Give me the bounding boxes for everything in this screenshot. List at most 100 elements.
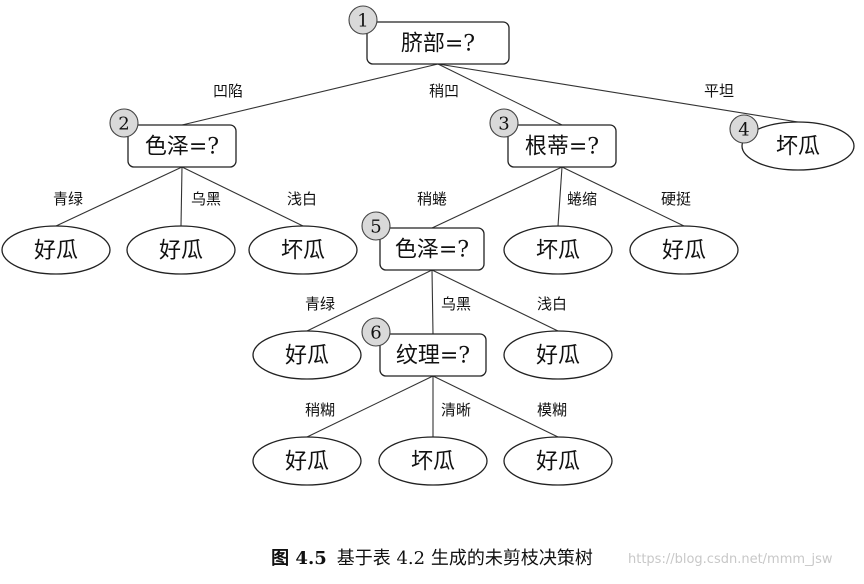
node-label: 好瓜 [662,239,706,264]
edge-line [437,63,799,123]
leaf-node-l62: 坏瓜 [378,436,488,486]
node-label: 坏瓜 [776,135,820,160]
node-number-badge [361,211,391,241]
edge-n2-l21: 青绿 [53,166,183,227]
leaf-node-n4: 坏瓜 4 [729,114,855,171]
leaf-node-ellipse [126,225,236,275]
leaf-node-ellipse [248,225,358,275]
edge-line [181,63,439,126]
edge-line [432,375,559,438]
figure-caption: 图 4.5 基于表 4.2 生成的未剪枝决策树 [0,544,864,570]
node-number: 4 [738,120,749,141]
edge-label: 浅白 [537,295,567,313]
node-label: 坏瓜 [536,239,580,264]
node-label: 好瓜 [536,344,580,369]
edge-label: 蜷缩 [567,190,597,208]
edge-line [561,166,685,227]
edge-label: 稍蜷 [417,190,447,208]
leaf-node-ellipse [252,330,362,380]
leaf-node-l32: 坏瓜 [503,225,613,275]
node-label: 脐部=? [401,32,475,57]
node-number: 2 [118,114,129,135]
node-label: 好瓜 [34,239,78,264]
watermark: https://blog.csdn.net/mmm_jsw [628,552,833,567]
leaf-node-l33: 好瓜 [629,225,739,275]
decision-node-box [507,124,617,168]
edges-layer: 凹陷稍凹平坦青绿乌黑浅白稍蜷蜷缩硬挺青绿乌黑浅白稍糊清晰模糊 [53,63,799,438]
edge-n1-n4: 平坦 [437,63,799,123]
edge-label: 浅白 [287,190,317,208]
node-number-badge [109,108,139,138]
decision-node-box [127,124,237,168]
decision-node-box [379,227,485,271]
decision-node-n6: 纹理=? 6 [361,317,487,377]
leaf-node-ellipse [378,436,488,486]
node-label: 色泽=? [395,238,469,263]
decision-tree-diagram: 凹陷稍凹平坦青绿乌黑浅白稍蜷蜷缩硬挺青绿乌黑浅白稍糊清晰模糊 脐部=?1色泽=?… [1,5,855,486]
node-label: 好瓜 [285,344,329,369]
decision-node-box [379,333,487,377]
node-number-badge [361,317,391,347]
leaf-node-l61: 好瓜 [252,436,362,486]
figure-caption-text: 基于表 4.2 生成的未剪枝决策树 [336,548,593,569]
edge-line [306,375,434,438]
edge-n6-l62: 清晰 [432,376,471,437]
edge-label: 凹陷 [213,82,243,100]
node-label: 根蒂=? [525,135,599,160]
edge-n5-l53: 浅白 [431,269,567,332]
edge-label: 平坦 [704,82,734,100]
decision-node-box [366,21,510,65]
leaf-node-ellipse [629,225,739,275]
edge-n2-l23: 浅白 [181,166,317,227]
node-number: 3 [498,114,509,135]
figure-number: 图 4.5 [271,548,327,569]
node-number: 6 [370,323,381,344]
edge-line [431,269,434,335]
leaf-node-ellipse [503,225,613,275]
decision-node-n1: 脐部=? 1 [348,5,510,65]
node-label: 好瓜 [536,450,580,475]
edge-line [557,166,563,227]
decision-node-n3: 根蒂=? 3 [489,108,617,168]
node-label: 好瓜 [285,450,329,475]
leaf-node-l51: 好瓜 [252,330,362,380]
leaf-node-ellipse [741,121,855,171]
edge-n1-n3: 稍凹 [429,63,563,126]
decision-node-n2: 色泽=? 2 [109,108,237,168]
edge-n3-l33: 硬挺 [561,166,691,227]
leaf-node-ellipse [503,436,613,486]
node-number-badge [489,108,519,138]
edge-n2-l22: 乌黑 [180,166,221,227]
edge-n6-l61: 稍糊 [305,375,434,438]
edge-label: 青绿 [53,190,83,208]
node-number: 1 [357,11,368,32]
edge-line [437,63,563,126]
edge-label: 稍糊 [305,401,335,419]
leaf-node-l53: 好瓜 [503,330,613,380]
leaf-node-ellipse [252,436,362,486]
edge-line [181,166,304,227]
edge-n3-l32: 蜷缩 [557,166,597,227]
edge-label: 稍凹 [429,82,459,100]
node-label: 坏瓜 [411,450,455,475]
node-label: 好瓜 [159,239,203,264]
edge-label: 硬挺 [661,190,691,208]
node-number-badge [348,5,378,35]
edge-n5-n6: 乌黑 [431,269,471,335]
node-label: 色泽=? [145,135,219,160]
edge-label: 乌黑 [191,190,221,208]
edge-line [306,269,433,332]
leaf-node-l22: 好瓜 [126,225,236,275]
edge-line [55,166,183,227]
leaf-node-ellipse [503,330,613,380]
edge-label: 清晰 [441,401,471,419]
nodes-layer: 脐部=?1色泽=?2根蒂=?3坏瓜4好瓜好瓜坏瓜色泽=?5坏瓜好瓜好瓜纹理=?6… [1,5,855,486]
node-label: 纹理=? [396,344,470,369]
edge-line [180,166,183,227]
leaf-node-l21: 好瓜 [1,225,111,275]
edge-n1-n2: 凹陷 [181,63,439,126]
node-number-badge [729,114,759,144]
leaf-node-l23: 坏瓜 [248,225,358,275]
node-number: 5 [370,217,381,238]
edge-n3-n5: 稍蜷 [417,166,563,229]
